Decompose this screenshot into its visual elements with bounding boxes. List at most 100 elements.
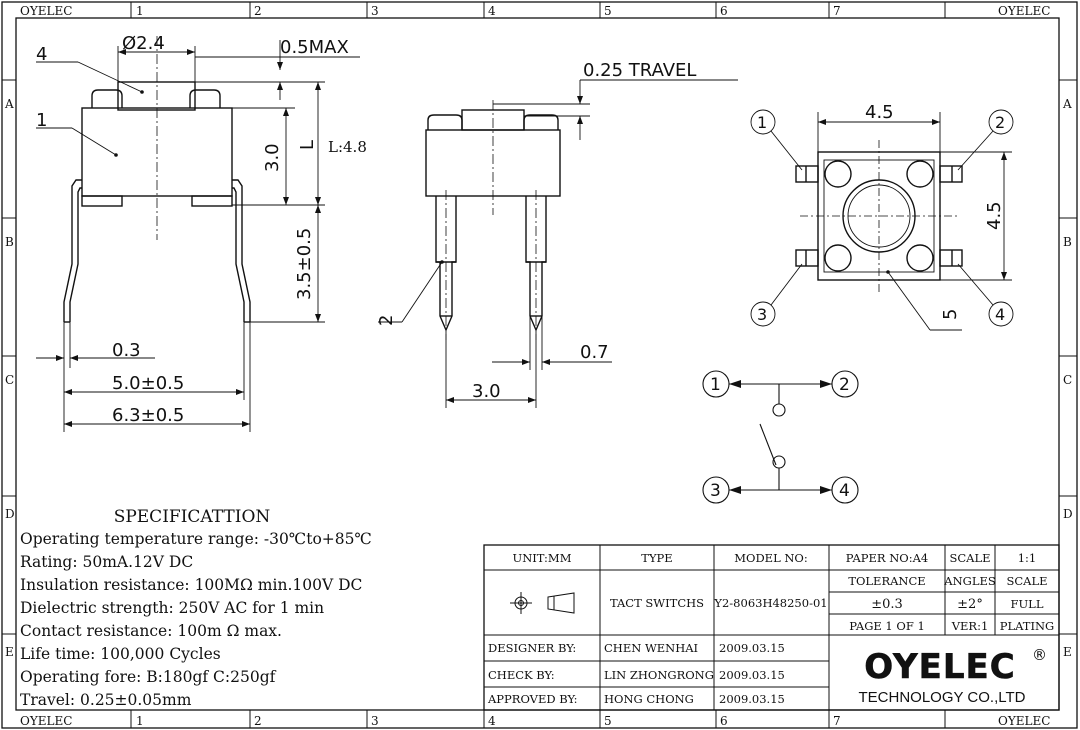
node-3: 3 [710, 481, 721, 501]
callout-5: 5 [940, 309, 961, 320]
corner-label: OYELEC [20, 714, 72, 728]
unit-label: UNIT:MM [513, 551, 572, 565]
callout-3: 3 [757, 305, 767, 324]
page-label: PAGE 1 OF 1 [849, 619, 925, 633]
dimension-lead-span-outer: 6.3±0.5 [112, 405, 184, 426]
dimension-height: 3.0 [262, 143, 283, 172]
column-label: 7 [833, 714, 841, 728]
callout-2: 2 [376, 315, 397, 326]
row-label: C [5, 373, 14, 387]
angles-header: ANGLES [943, 574, 996, 588]
designer-name: CHEN WENHAI [604, 641, 698, 655]
row-label: E [1063, 645, 1072, 659]
spec-line: Operating temperature range: -30℃to+85℃ [20, 530, 372, 548]
designer-date: 2009.03.15 [719, 641, 785, 655]
logo-text: OYELEC [864, 647, 1015, 687]
row-label: B [5, 235, 14, 249]
column-label: 4 [488, 714, 496, 728]
type-header: TYPE [641, 551, 672, 565]
spec-line: Contact resistance: 100m Ω max. [20, 622, 282, 640]
model-value: Y2-8063H48250-01 [713, 596, 827, 610]
plating-label: PLATING [1000, 619, 1055, 633]
frame-labels: OYELEC OYELEC OYELEC OYELEC 1 2 3 4 5 6 … [4, 4, 1073, 728]
dimension-diameter: Ø2.4 [122, 33, 165, 54]
node-4: 4 [839, 481, 850, 501]
callout-4: 4 [995, 305, 1005, 324]
callout-1: 1 [36, 110, 47, 131]
approved-name: HONG CHONG [604, 692, 694, 706]
company-logo: OYELEC ® TECHNOLOGY CO.,LTD [859, 646, 1047, 706]
corner-label: OYELEC [998, 4, 1050, 18]
type-value: TACT SWITCHS [610, 596, 704, 610]
check-date: 2009.03.15 [719, 668, 785, 682]
tolerance-value: ±0.3 [871, 597, 903, 612]
dimension-lead-width: 0.3 [112, 340, 141, 361]
scale-full: FULL [1011, 597, 1044, 611]
scale-header: SCALE [949, 551, 990, 565]
version-label: VER:1 [951, 619, 989, 633]
top-view: 4.5 4.5 1 2 3 4 5 [750, 102, 1014, 331]
dimension-l: L [297, 140, 318, 150]
column-label: 3 [371, 714, 379, 728]
paper-label: PAPER NO:A4 [846, 551, 928, 565]
node-2: 2 [839, 375, 850, 395]
title-block [483, 544, 1060, 711]
front-view: 0.25 TRAVEL 3.0 0.7 2 [376, 60, 738, 408]
spec-line: Operating fore: B:180gf C:250gf [20, 668, 277, 686]
column-label: 5 [604, 714, 612, 728]
dimension-max: 0.5MAX [280, 37, 349, 58]
designer-label: DESIGNER BY: [488, 641, 576, 655]
row-label: D [5, 507, 15, 521]
corner-label: OYELEC [20, 4, 72, 18]
spec-line: Travel: 0.25±0.05mm [20, 691, 192, 709]
row-label: A [4, 97, 14, 111]
column-label: 7 [833, 4, 841, 18]
row-label: C [1063, 373, 1072, 387]
spec-title: SPECIFICATTION [114, 507, 271, 527]
callout-1: 1 [757, 113, 767, 132]
scale-header-2: SCALE [1006, 574, 1047, 588]
approved-date: 2009.03.15 [719, 692, 785, 706]
column-label: 1 [136, 714, 144, 728]
company-name: TECHNOLOGY CO.,LTD [859, 689, 1026, 706]
node-1: 1 [710, 375, 721, 395]
dimension-width: 4.5 [865, 102, 894, 123]
tolerance-header: TOLERANCE [848, 574, 925, 588]
specification-block: SPECIFICATTION Operating temperature ran… [20, 507, 372, 709]
approved-label: APPROVED BY: [487, 692, 578, 706]
model-header: MODEL NO: [734, 551, 807, 565]
angles-value: ±2° [957, 597, 983, 612]
spec-line: Rating: 50mA.12V DC [20, 553, 193, 571]
check-label: CHECK BY: [488, 668, 555, 682]
column-label: 1 [136, 4, 144, 18]
row-label: B [1063, 235, 1072, 249]
column-label: 6 [720, 4, 728, 18]
dimension-pin-pitch: 3.0 [472, 381, 501, 402]
scale-value: 1:1 [1018, 551, 1037, 565]
side-view: Ø2.4 0.5MAX 3.0 L L:4.8 3.5±0.5 0.3 5.0±… [36, 33, 367, 432]
callout-4: 4 [36, 44, 47, 65]
check-name: LIN ZHONGRONG [604, 668, 714, 682]
column-label: 2 [254, 4, 262, 18]
dimension-lead-span-inner: 5.0±0.5 [112, 373, 184, 394]
dimension-travel: 0.25 TRAVEL [583, 60, 696, 81]
column-label: 2 [254, 714, 262, 728]
spec-line: Life time: 100,000 Cycles [20, 645, 221, 663]
column-label: 3 [371, 4, 379, 18]
spec-line: Insulation resistance: 100MΩ min.100V DC [20, 576, 362, 594]
switch-schematic: 1 2 3 4 [702, 370, 859, 504]
row-label: E [5, 645, 14, 659]
registered-mark: ® [1032, 646, 1047, 664]
title-block-text: UNIT:MM TYPE MODEL NO: PAPER NO:A4 SCALE… [487, 551, 1054, 706]
column-label: 6 [720, 714, 728, 728]
row-label: D [1063, 507, 1073, 521]
spec-line: Dielectric strength: 250V AC for 1 min [20, 599, 324, 617]
dimension-height: 4.5 [984, 201, 1005, 230]
column-label: 5 [604, 4, 612, 18]
dimension-pin-width: 0.7 [580, 342, 609, 363]
row-label: A [1062, 97, 1072, 111]
corner-label: OYELEC [998, 714, 1050, 728]
dimension-lead-length: 3.5±0.5 [294, 228, 315, 300]
column-label: 4 [488, 4, 496, 18]
